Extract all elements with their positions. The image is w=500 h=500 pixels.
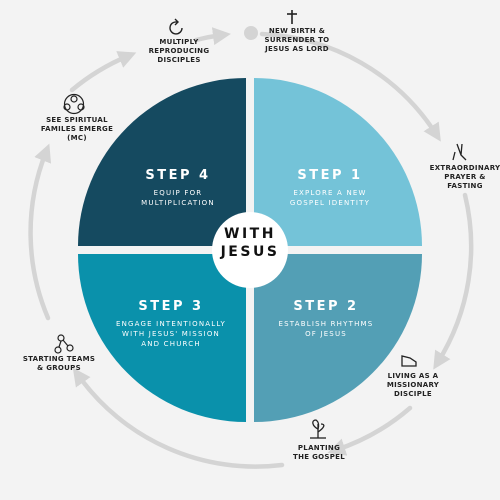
step1-description: EXPLORE A NEW GOSPEL IDENTITY	[289, 189, 371, 207]
quadrant-step1	[254, 78, 422, 246]
label-missionary: LIVING AS A MISSIONARY DISCIPLE	[386, 372, 440, 398]
quadrant-step2	[254, 254, 422, 422]
cycle-arrow-3	[327, 405, 413, 456]
label-teams: STARTING TEAMS & GROUPS	[22, 355, 96, 372]
step4-title: STEP 4	[145, 168, 211, 183]
step4-description: EQUIP FOR MULTIPLICATION	[141, 189, 215, 207]
cycle-start-dot	[244, 26, 258, 40]
label-prayer: EXTRAORDINARY PRAYER & FASTING	[429, 164, 500, 190]
refresh-icon	[169, 18, 183, 35]
people-group-icon	[63, 93, 85, 115]
cycle-arrow-5	[28, 143, 52, 321]
label-families: SEE SPIRITUAL FAMILES EMERGE (MC)	[40, 116, 114, 142]
step1-text: STEP 1 EXPLORE A NEW GOSPEL IDENTITY	[255, 168, 405, 208]
center-label: WITH JESUS	[220, 226, 280, 260]
step2-title: STEP 2	[293, 299, 359, 314]
cycle-arrow-6	[69, 51, 137, 93]
step2-description: ESTABLISH RHYTHMS OF JESUS	[278, 320, 374, 338]
center-circle	[212, 212, 288, 288]
cycle-arrow-2	[433, 192, 474, 370]
cycle-arrow-7	[193, 27, 231, 46]
quadrant-step3	[78, 254, 246, 422]
label-multiply: MULTIPLY REPRODUCING DISCIPLES	[148, 38, 210, 64]
praying-hands-icon	[452, 143, 467, 161]
step3-text: STEP 3 ENGAGE INTENTIONALLY WITH JESUS' …	[96, 299, 246, 349]
quadrant-step4	[78, 78, 246, 246]
cycle-arrow-1	[259, 31, 441, 142]
outer-cycle-ring	[28, 27, 474, 469]
label-new-birth: NEW BIRTH & SURRENDER TO JESUS AS LORD	[264, 27, 330, 53]
step3-title: STEP 3	[138, 299, 204, 314]
network-icon	[54, 334, 74, 354]
sprout-icon	[310, 419, 326, 439]
label-planting: PLANTING THE GOSPEL	[293, 444, 345, 461]
shoe-icon	[401, 355, 417, 367]
cycle-arrow-4	[72, 367, 285, 469]
step2-text: STEP 2 ESTABLISH RHYTHMS OF JESUS	[251, 299, 401, 339]
step4-text: STEP 4 EQUIP FOR MULTIPLICATION	[103, 168, 253, 208]
step3-description: ENGAGE INTENTIONALLY WITH JESUS' MISSION…	[115, 320, 227, 348]
cross-icon	[287, 10, 297, 24]
step1-title: STEP 1	[297, 168, 363, 183]
